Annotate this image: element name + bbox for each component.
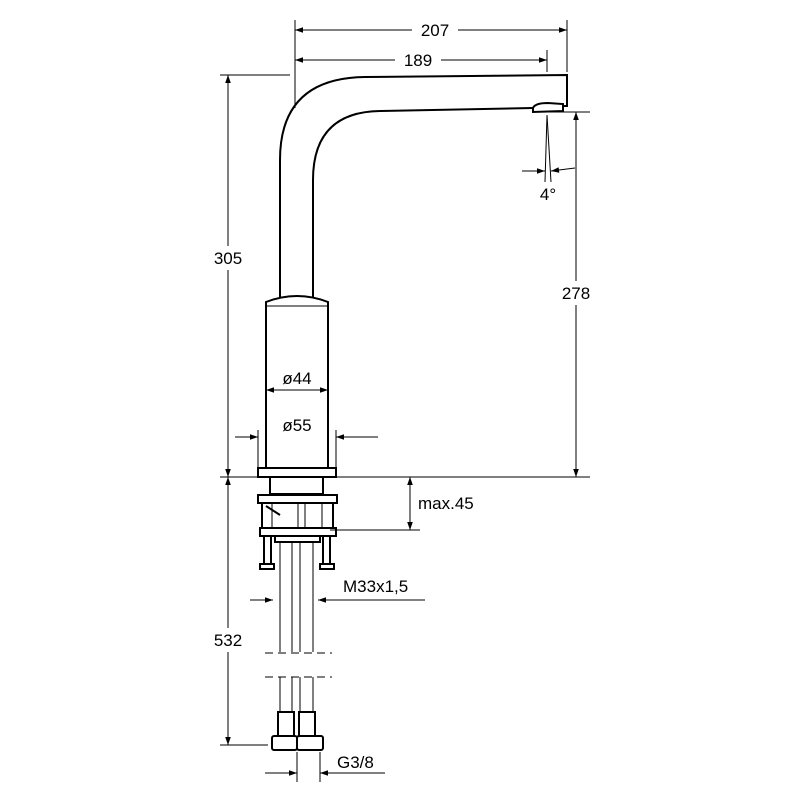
faucet-outline bbox=[257, 73, 568, 751]
dim-m33: M33x1,5 bbox=[343, 577, 408, 596]
body bbox=[265, 295, 329, 469]
dim-189: 189 bbox=[404, 51, 432, 70]
dim-532: 532 bbox=[214, 631, 242, 650]
dimension-lines bbox=[225, 27, 579, 776]
mounting-kit bbox=[257, 494, 338, 570]
spout bbox=[279, 73, 568, 297]
aerator bbox=[532, 101, 564, 114]
dim-g38: G3/8 bbox=[337, 753, 374, 772]
dim-d44: ø44 bbox=[282, 369, 311, 388]
dim-305: 305 bbox=[214, 249, 242, 268]
shank bbox=[269, 476, 324, 495]
base-ring bbox=[257, 467, 337, 478]
dim-278: 278 bbox=[562, 284, 590, 303]
dim-d55: ø55 bbox=[282, 416, 311, 435]
dim-4-degrees: 4° bbox=[540, 185, 556, 204]
dim-207: 207 bbox=[421, 21, 449, 40]
dim-max45: max.45 bbox=[418, 494, 474, 513]
extension-lines bbox=[220, 20, 590, 782]
hoses bbox=[265, 542, 332, 751]
